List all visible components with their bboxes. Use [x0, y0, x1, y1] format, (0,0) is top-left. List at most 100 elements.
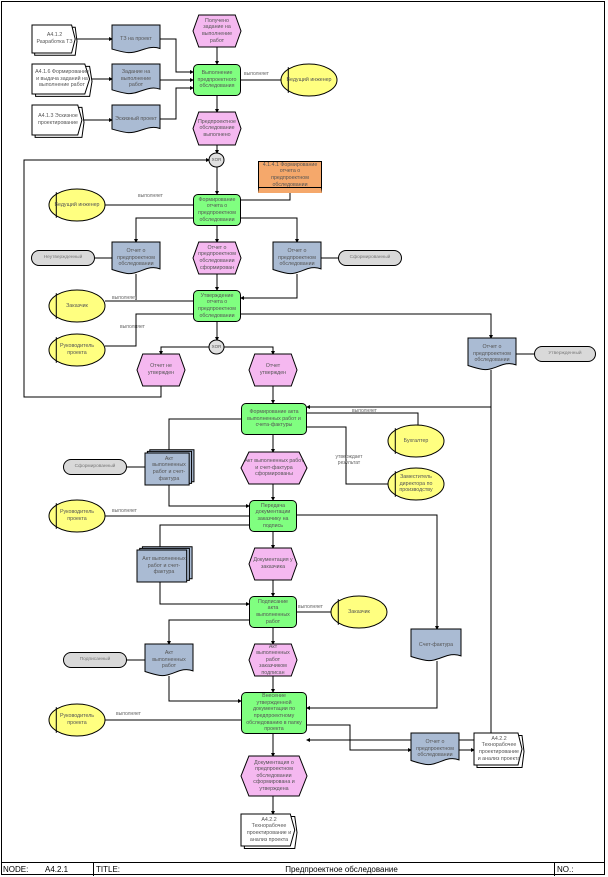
node-label: Отчет о предпроектном обследовании	[117, 248, 155, 268]
org-shape	[49, 704, 105, 736]
document-task[interactable]: Задание на выполнение работ	[112, 64, 160, 94]
org-project-manager[interactable]: Руководитель проекта	[49, 704, 105, 736]
document-tz[interactable]: ТЗ на проект	[112, 25, 160, 53]
node-label: Неутвержденный	[43, 254, 83, 260]
org-lead-engineer[interactable]: Ведущий инженер	[49, 189, 105, 221]
process-interface-a422[interactable]: А4.2.2 Технорабочее проектирование и ана…	[241, 814, 297, 846]
node-label: Формирование отчета о предпроектном обсл…	[198, 196, 236, 223]
event-act-formed[interactable]: Акт выполненных работ и счет-фактура сфо…	[241, 452, 307, 484]
function-archive-docs[interactable]: Внесение утвержденной документации по пр…	[241, 692, 307, 734]
node-label: Отчет о предпроектном обследовании	[416, 739, 454, 759]
org-shape	[281, 64, 337, 96]
xor-connector[interactable]: XOR	[209, 153, 224, 167]
doc-shape	[145, 644, 193, 676]
event-docs-done[interactable]: Документация о предпроектном обследовани…	[241, 756, 307, 796]
node-label: А4.2.2 Технорабочее проектирование и ана…	[477, 735, 521, 762]
org-shape	[388, 468, 444, 500]
doc-shape	[273, 242, 321, 274]
document-act-signed[interactable]: Акт выполненных работ	[145, 644, 193, 676]
iface-shape	[32, 64, 92, 94]
node-label: NODE:	[3, 865, 29, 874]
state-approved[interactable]: Утвержденный	[534, 346, 596, 362]
xor-shape	[209, 340, 224, 354]
stack-shape	[145, 453, 193, 485]
document-report-approved[interactable]: Отчет о предпроектном обследовании	[468, 338, 516, 370]
node-label: Внесение утвержденной документации по пр…	[246, 693, 302, 733]
node-label: Руководитель проекта	[59, 343, 95, 356]
event-survey-done[interactable]: Предпроектное обследование выполнено	[193, 112, 241, 145]
node-label: Ведущий инженер	[286, 76, 332, 83]
doc-shape	[468, 338, 516, 370]
node-label: Документация у заказчика	[253, 557, 293, 570]
event-shape	[249, 354, 297, 386]
state-unapproved[interactable]: Неутвержденный	[31, 250, 95, 266]
iface-shape	[32, 25, 77, 53]
relation-label: выполняет	[244, 71, 269, 77]
event-docs-at-customer[interactable]: Документация у заказчика	[249, 548, 297, 580]
event-shape	[193, 15, 241, 47]
org-shape	[49, 189, 105, 221]
state-formed[interactable]: Сформированный	[63, 459, 127, 475]
node-label: Счет-фактура	[418, 641, 454, 648]
document-report-final[interactable]: Отчет о предпроектном обследовании	[411, 733, 459, 765]
org-customer[interactable]: Заказчик	[49, 290, 105, 322]
process-interface-a412[interactable]: А4.1.2 Разработка ТЗ	[32, 25, 77, 53]
iface-shape	[32, 105, 84, 135]
node-label: Отчет о предпроектном обследовании	[473, 344, 511, 364]
document-act-invoice[interactable]: Акт выполненных работ и счет-фактура	[145, 453, 193, 485]
doc-shape	[112, 25, 160, 53]
function-form-act[interactable]: Формирование акта выполненных работ и сч…	[241, 403, 307, 435]
node-label: Документация о предпроектном обследовани…	[253, 759, 295, 792]
number-label: NO.:	[557, 865, 574, 874]
node-label: Формирование акта выполненных работ и сч…	[247, 409, 301, 429]
event-shape	[241, 452, 307, 484]
event-report-approved[interactable]: Отчет утвержден	[249, 354, 297, 386]
org-customer[interactable]: Заказчик	[331, 596, 387, 628]
org-deputy-director[interactable]: Заместитель директора по производству	[388, 468, 444, 500]
function-sign-act[interactable]: Подписание акта выполненных работ	[249, 596, 297, 628]
function-transfer-docs[interactable]: Передача документации заказчику на подпи…	[249, 500, 297, 532]
function-form-report[interactable]: Формирование отчета о предпроектном обсл…	[193, 194, 241, 226]
event-task-received[interactable]: Получено задание на выполнение работ	[193, 15, 241, 47]
org-project-manager[interactable]: Руководитель проекта	[49, 334, 105, 366]
iface-shape	[241, 814, 297, 846]
node-label: Передача документации заказчику на подпи…	[255, 502, 291, 529]
event-act-signed[interactable]: Акт выполненных работ заказчиком подписа…	[249, 644, 297, 676]
document-report[interactable]: Отчет о предпроектном обследовании	[112, 242, 160, 274]
event-report-formed[interactable]: Отчет о предпроектном обследовании сформ…	[193, 242, 241, 274]
state-signed[interactable]: Подписанный	[63, 652, 127, 668]
org-project-manager[interactable]: Руководитель проекта	[49, 500, 105, 532]
process-interface-a413[interactable]: А4.1.3 Эскизное проектирование	[32, 105, 84, 135]
xor-shape	[209, 153, 224, 167]
org-shape	[331, 596, 387, 628]
org-shape	[388, 425, 444, 457]
org-accountant[interactable]: Бухгалтер	[388, 425, 444, 457]
xor-connector[interactable]: XOR	[209, 340, 224, 354]
node-label: Акт выполненных работ и счет-фактура	[152, 455, 186, 482]
document-report[interactable]: Отчет о предпроектном обследовании	[273, 242, 321, 274]
document-invoice[interactable]: Счет-фактура	[411, 629, 461, 661]
document-sketch[interactable]: Эскизный проект	[112, 105, 160, 133]
function-survey[interactable]: Выполнение предпроектного обследования	[193, 64, 241, 96]
org-lead-engineer[interactable]: Ведущий инженер	[281, 64, 337, 96]
function-approve-report[interactable]: Утверждение отчета о предпроектном обсле…	[193, 290, 241, 322]
doc-shape	[411, 629, 461, 661]
process-interface-a416[interactable]: А4.1.6 Формирование и выдача заданий на …	[32, 64, 92, 94]
doc-shape	[411, 733, 459, 765]
event-shape	[249, 548, 297, 580]
process-interface-a422[interactable]: А4.2.2 Технорабочее проектирование и ана…	[474, 733, 524, 765]
node-label: Выполнение предпроектного обследования	[197, 70, 237, 90]
node-label: Подписание акта выполненных работ	[256, 598, 290, 625]
node-label: А4.2.2 Технорабочее проектирование и ана…	[246, 816, 292, 843]
node-label: Отчет о предпроектном обследовании сформ…	[198, 244, 236, 271]
node-label: Руководитель проекта	[59, 713, 95, 726]
document-act-invoice[interactable]: Акт выполненных работ и счет-фактура	[137, 550, 191, 582]
node-label: XOR	[211, 156, 222, 162]
node-label: Руководитель проекта	[59, 509, 95, 522]
stack-shape	[137, 550, 191, 582]
external-process-4141[interactable]: 4.1.4.1 Формирование отчета о предпроект…	[258, 161, 322, 193]
state-formed[interactable]: Сформированный	[338, 250, 402, 266]
node-label: Акт выполненных работ	[152, 650, 186, 670]
event-report-not-approved[interactable]: Отчет не утвержден	[137, 354, 185, 386]
